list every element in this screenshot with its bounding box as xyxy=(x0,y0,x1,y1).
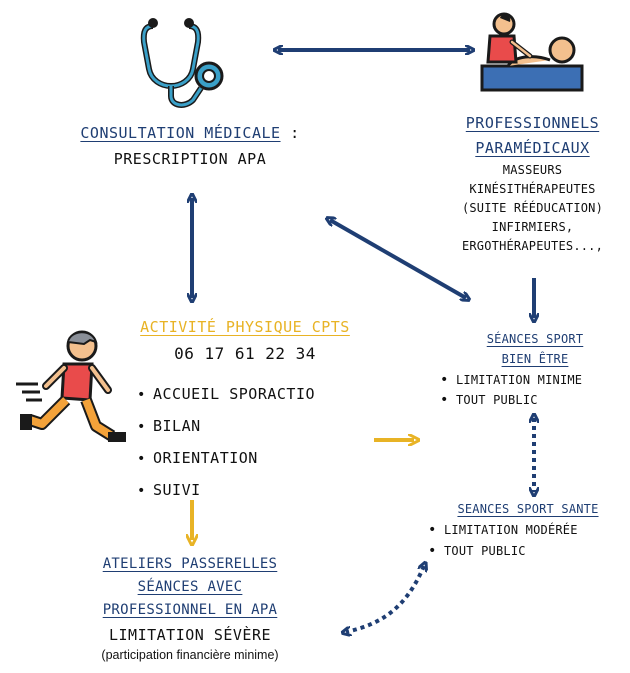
ateliers-title-line1: ATELIERS PASSERELLES xyxy=(102,556,278,572)
ateliers-block: ATELIERS PASSERELLES SÉANCES AVEC PROFES… xyxy=(40,556,340,662)
paramedical-item: (SUITE RÉÉDUCATION) xyxy=(461,200,604,215)
sport-sante-item: •TOUT PUBLIC xyxy=(428,543,526,559)
ateliers-subtitle: LIMITATION SÉVÈRE xyxy=(108,626,272,644)
activite-item: •BILAN xyxy=(137,417,201,435)
ateliers-note: (participation financière minime) xyxy=(101,648,279,662)
runner-icon xyxy=(16,330,126,442)
activite-item: •ACCUEIL SPORACTIO xyxy=(137,385,316,403)
consultation-subtitle: PRESCRIPTION APA xyxy=(113,150,267,168)
sport-sante-block: SEANCES SPORT SANTE •LIMITATION MODÉRÉE … xyxy=(428,502,628,562)
arrow-sport-sante-ateliers xyxy=(346,566,424,632)
bien-etre-title-line2: BIEN ÊTRE xyxy=(501,352,569,366)
paramedical-item: INFIRMIERS, xyxy=(491,219,574,234)
paramedical-block: PROFESSIONNELS PARAMÉDICAUX MASSEURS KIN… xyxy=(440,114,625,256)
consultation-title: CONSULTATION MÉDICALE xyxy=(80,124,281,142)
paramedical-title-line1: PROFESSIONNELS xyxy=(465,114,600,132)
arrow-consultation-bien-etre xyxy=(330,220,466,298)
bien-etre-title-line1: SÉANCES SPORT xyxy=(486,332,584,346)
bien-etre-item: •LIMITATION MINIME xyxy=(440,372,583,388)
bien-etre-block: SÉANCES SPORT BIEN ÊTRE •LIMITATION MINI… xyxy=(440,332,630,410)
consultation-block: CONSULTATION MÉDICALE : PRESCRIPTION APA xyxy=(40,124,340,168)
ateliers-title-line2: SÉANCES AVEC xyxy=(137,579,243,595)
activite-item: •SUIVI xyxy=(137,481,201,499)
sport-sante-title: SEANCES SPORT SANTE xyxy=(457,502,599,516)
activite-title: ACTIVITÉ PHYSIQUE CPTS xyxy=(140,318,350,336)
massage-icon xyxy=(480,12,584,92)
consultation-colon: : xyxy=(280,124,300,142)
activite-phone: 06 17 61 22 34 xyxy=(174,344,316,363)
paramedical-title-line2: PARAMÉDICAUX xyxy=(475,138,590,157)
activite-block: ACTIVITÉ PHYSIQUE CPTS 06 17 61 22 34 •A… xyxy=(125,318,365,507)
paramedical-item: MASSEURS xyxy=(502,162,563,177)
bien-etre-item: •TOUT PUBLIC xyxy=(440,392,538,408)
stethoscope-icon xyxy=(140,18,224,108)
activite-item: •ORIENTATION xyxy=(137,449,258,467)
sport-sante-item: •LIMITATION MODÉRÉE xyxy=(428,522,578,538)
paramedical-item: KINÉSITHÉRAPEUTES xyxy=(469,181,596,196)
paramedical-item: ERGOTHÉRAPEUTES..., xyxy=(461,238,604,253)
ateliers-title-line3: PROFESSIONNEL EN APA xyxy=(102,602,278,618)
